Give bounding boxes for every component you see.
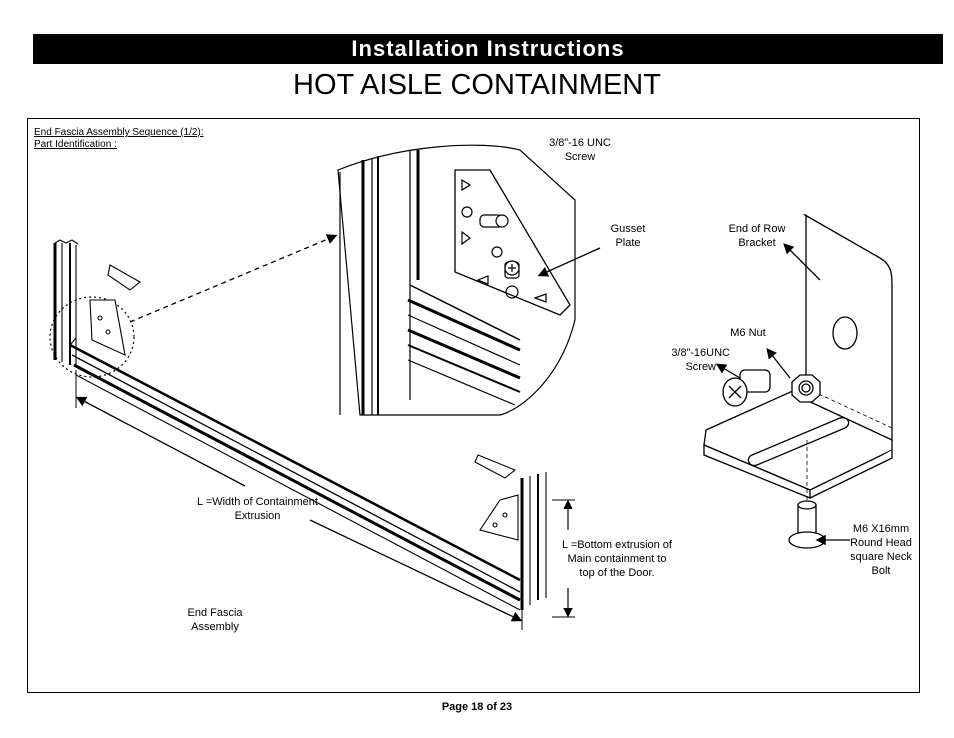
bracket-label-line2: Bracket <box>738 237 776 249</box>
section-title: End Fascia Assembly Sequence (1/2): <box>34 127 204 138</box>
bracket-label: End of Row Bracket <box>712 222 802 250</box>
page-title: HOT AISLE CONTAINMENT <box>293 69 661 101</box>
unc-screw <box>722 369 771 407</box>
zoom-detail-view <box>337 144 576 416</box>
gusset-plate-label: Gusset Plate <box>590 222 666 250</box>
fascia-label-line1: End Fascia <box>187 607 243 619</box>
unc16-label-line1: 3/8”-16UNC <box>671 347 730 359</box>
end-fascia-label: End Fascia Assembly <box>170 606 260 634</box>
section-heading: End Fascia Assembly Sequence (1/2): Part… <box>34 127 204 151</box>
bolt-label-line1: M6 X16mm <box>852 523 910 535</box>
detail-link-arrow <box>129 234 338 323</box>
nut-pointer <box>766 347 791 379</box>
width-dimension-right <box>309 519 523 622</box>
diagram-frame <box>27 118 920 693</box>
end-fascia-assembly <box>53 239 547 630</box>
unc-screw-label-line1: 3/8”-16 UNC <box>549 137 611 149</box>
unc16-screw-label: 3/8”-16UNC Screw <box>640 346 730 374</box>
unc16-label-line2: Screw <box>685 361 716 373</box>
m6-nut <box>791 374 821 403</box>
bracket-pointer <box>783 243 821 281</box>
gusset-pointer <box>537 247 601 277</box>
bottom-extrusion-label: L =Bottom extrusion of Main containment … <box>552 538 682 580</box>
width-label-line2: Extrusion <box>234 510 281 522</box>
bottom-label-line1: L =Bottom extrusion of <box>562 539 672 551</box>
m6-nut-label: M6 Nut <box>718 326 778 340</box>
section-subtitle: Part Identification : <box>34 139 117 150</box>
bolt-label: M6 X16mm Round Head square Neck Bolt <box>840 522 922 578</box>
width-dimension-left <box>75 396 246 487</box>
detail-circle <box>49 296 135 378</box>
bottom-label-line3: top of the Door. <box>579 567 655 579</box>
width-label-line1: L =Width of Containment <box>197 496 318 508</box>
unc-screw-label-line2: Screw <box>564 151 596 163</box>
bottom-label-line2: Main containment to <box>567 553 667 565</box>
header-bar: Installation Instructions <box>33 34 943 64</box>
bolt-label-line3: square Neck <box>850 551 912 563</box>
end-of-row-bracket <box>703 214 893 499</box>
bolt-label-line4: Bolt <box>871 565 891 577</box>
gusset-label-line1: Gusset <box>610 223 646 235</box>
page-number: Page 18 of 23 <box>441 701 513 713</box>
m6-nut-label-text: M6 Nut <box>730 327 766 339</box>
bracket-label-line1: End of Row <box>728 223 786 235</box>
fascia-label-line2: Assembly <box>191 621 239 633</box>
width-label: L =Width of Containment Extrusion <box>180 495 335 523</box>
unc-screw-label: 3/8”-16 UNC Screw <box>530 136 630 164</box>
screw-pointer <box>715 363 741 379</box>
bolt-label-line2: Round Head <box>850 537 912 549</box>
gusset-label-line2: Plate <box>615 237 641 249</box>
